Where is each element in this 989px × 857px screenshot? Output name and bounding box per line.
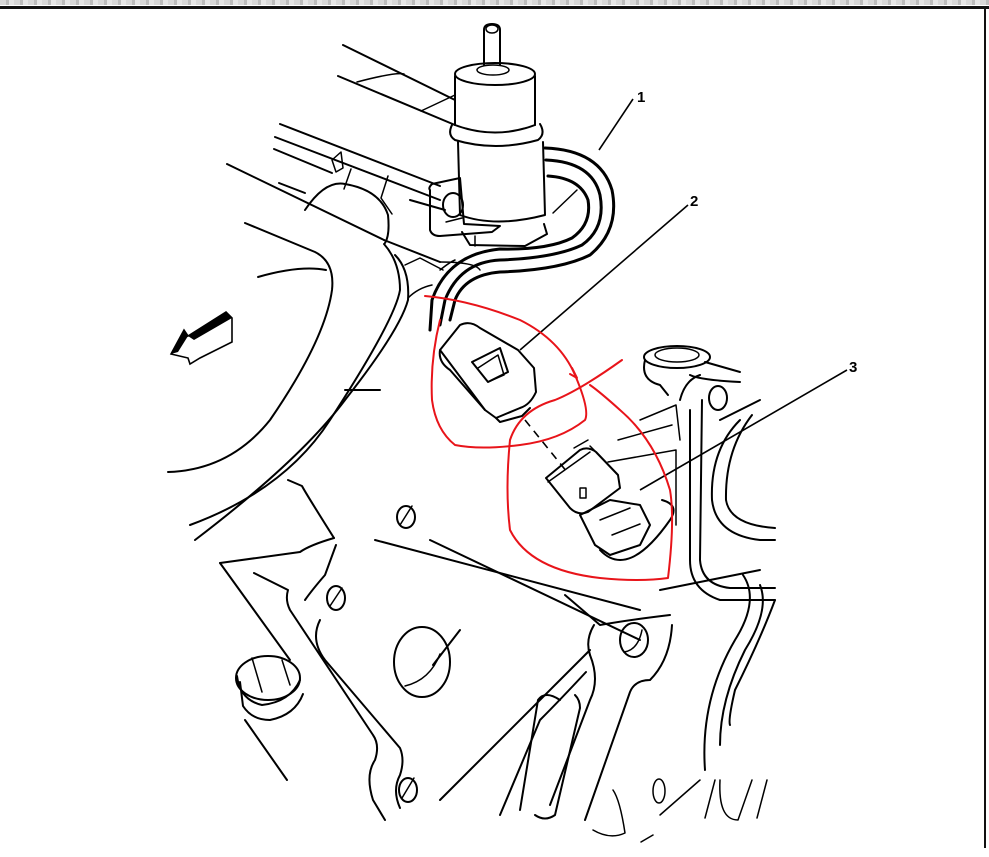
engine-block-right [607, 345, 776, 601]
leader-line-1 [598, 98, 634, 151]
intake-rails [226, 44, 481, 271]
callout-2: 2 [690, 193, 699, 210]
front-direction-arrow-icon [169, 310, 233, 366]
sensor-unit [545, 439, 675, 561]
scan-edge [0, 0, 989, 5]
red-annotations [424, 295, 674, 581]
lower-bracket [499, 574, 776, 843]
frame-right-border [984, 8, 986, 848]
leader-line-3 [639, 369, 848, 491]
frame-top-border [0, 6, 989, 9]
harness-loop [428, 146, 616, 332]
annotation-circle-sensor [506, 359, 674, 581]
manifold-cover [167, 222, 456, 541]
electrical-connector [438, 322, 537, 423]
leader-line-2 [519, 204, 689, 351]
fuel-pressure-regulator [428, 23, 548, 247]
callout-1: 1 [637, 89, 646, 106]
hex-bolt [235, 655, 304, 781]
engine-block-lower [219, 479, 641, 821]
callout-3: 3 [849, 359, 858, 376]
engagement-line [524, 419, 568, 473]
annotation-circle-connector [424, 295, 588, 449]
